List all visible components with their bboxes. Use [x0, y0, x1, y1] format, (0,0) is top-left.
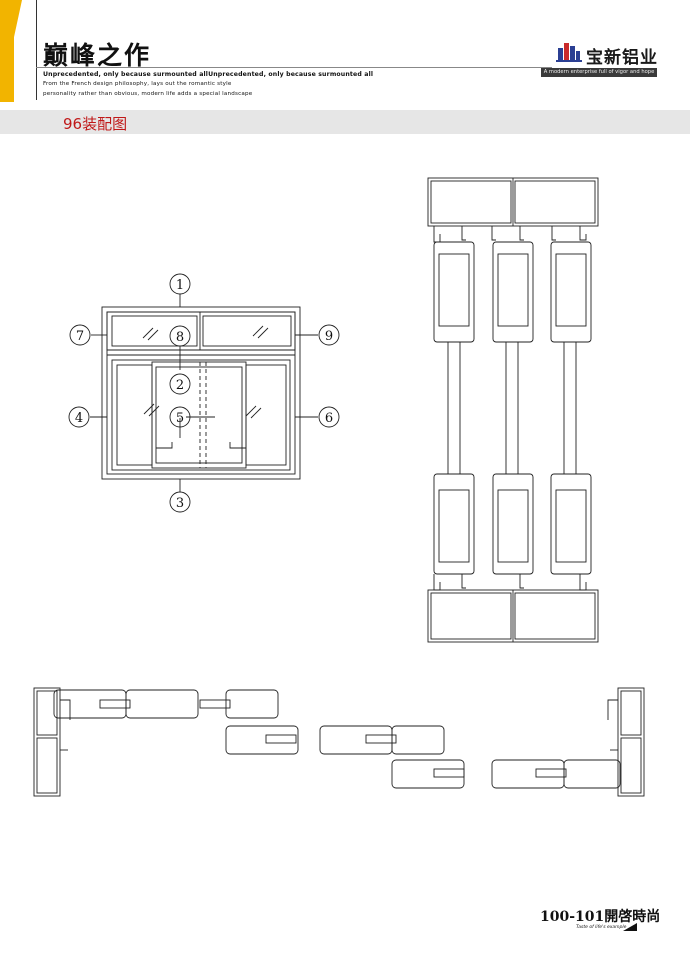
- outer-frame: [101, 306, 301, 480]
- callout-label-7: 7: [76, 329, 84, 344]
- horizontal-section-diagram: [33, 687, 645, 797]
- callout-7: [69, 324, 91, 346]
- callout-5: [169, 406, 191, 428]
- callout-2: [169, 373, 191, 395]
- tagline-line-2: From the French design philosophy, lays …: [43, 81, 232, 87]
- callout-8: [169, 325, 191, 347]
- window-elevation-diagram: 1 2 3 4 5 6 7 8 9: [68, 273, 340, 513]
- callout-6: [318, 406, 340, 428]
- header-rule: [36, 67, 552, 68]
- callout-label-8: 8: [176, 330, 184, 345]
- page-title: 巅峰之作: [43, 41, 152, 70]
- tagline-bold: Unprecedented, only because surmounted a…: [43, 71, 374, 78]
- brand-name: 宝新铝业: [586, 48, 658, 68]
- callout-label-9: 9: [325, 329, 333, 344]
- callout-label-1: 1: [176, 278, 184, 293]
- callout-4: [68, 406, 90, 428]
- section-band: [0, 110, 690, 134]
- tagline-line-3: personality rather than obvious, modern …: [43, 91, 253, 97]
- page-number: 100-101開啓時尚: [540, 906, 660, 926]
- building-logo-icon: [556, 43, 582, 62]
- vertical-section-diagram: [427, 177, 599, 643]
- page-tagline: Taste of life's example: [576, 925, 627, 930]
- header-vertical-rule: [36, 0, 37, 100]
- callout-3: [169, 491, 191, 513]
- callout-label-5: 5: [176, 411, 184, 426]
- callout-1: [169, 273, 191, 295]
- callout-label-4: 4: [75, 411, 83, 426]
- callout-label-2: 2: [176, 378, 184, 393]
- corner-accent-slant: [0, 0, 22, 102]
- page-number-value: 100-101: [540, 909, 605, 925]
- callout-label-6: 6: [325, 411, 333, 426]
- brand-slogan: A modern enterprise full of vigor and ho…: [541, 68, 657, 77]
- callout-9: [318, 324, 340, 346]
- page-corner-mark: [623, 923, 637, 931]
- page-section-title: 開啓時尚: [604, 909, 661, 925]
- section-title: 96装配图: [63, 115, 128, 133]
- callout-label-3: 3: [176, 496, 184, 511]
